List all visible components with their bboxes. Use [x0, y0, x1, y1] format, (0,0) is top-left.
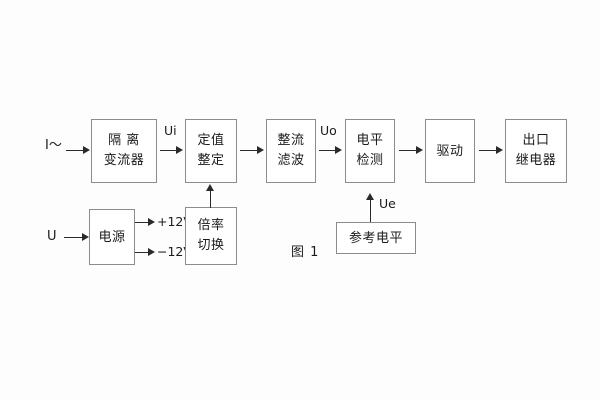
block-power-supply-line1: 电源 — [98, 229, 126, 245]
figure-caption: 图 1 — [291, 245, 320, 260]
block-isolation-converter: 隔 离 变流器 — [91, 119, 157, 183]
block-reference-level-line1: 参考电平 — [348, 230, 403, 246]
block-isolation-converter-line1: 隔 离 — [108, 132, 140, 148]
arrowhead-setting-to-rectify — [257, 146, 264, 154]
arrowhead-isolation-to-setting — [176, 146, 183, 154]
block-multiplier-switch-line1: 倍率 — [197, 217, 225, 233]
signal-ue-label: Ue — [379, 196, 396, 211]
block-power-supply: 电源 — [89, 209, 135, 265]
connector-isolation-to-setting — [160, 150, 177, 151]
input-current-label: I～ — [45, 138, 62, 153]
signal-uo-label: Uo — [320, 123, 337, 138]
connector-reference-to-level — [370, 199, 371, 222]
connector-power-negative-rail — [135, 252, 149, 253]
connector-multiplier-to-setting — [210, 190, 211, 208]
arrowhead-rectify-to-level — [335, 146, 342, 154]
block-drive: 驱动 — [425, 119, 475, 183]
connector-input-to-isolation — [66, 150, 84, 151]
arrowhead-power-positive-rail — [148, 218, 155, 226]
arrowhead-power-negative-rail — [148, 248, 155, 256]
block-level-detect: 电平 检测 — [345, 119, 395, 183]
input-voltage-label: U — [47, 229, 57, 244]
block-multiplier-switch: 倍率 切换 — [185, 207, 237, 265]
arrowhead-level-to-drive — [416, 146, 423, 154]
connector-rectify-to-level — [319, 150, 336, 151]
signal-ui-label: Ui — [164, 123, 177, 138]
block-level-detect-line2: 检测 — [356, 153, 384, 168]
block-setting-value-line2: 整定 — [197, 153, 225, 168]
block-setting-value: 定值 整定 — [185, 119, 237, 183]
rail-positive-label: +12V — [157, 214, 192, 229]
connector-drive-to-output — [479, 150, 497, 151]
block-reference-level: 参考电平 — [336, 222, 416, 254]
block-level-detect-line1: 电平 — [356, 132, 384, 148]
connector-setting-to-rectify — [240, 150, 258, 151]
connector-input-to-power — [64, 237, 83, 238]
arrowhead-input-to-power — [82, 233, 89, 241]
arrowhead-multiplier-to-setting — [206, 184, 214, 191]
block-drive-line1: 驱动 — [436, 143, 464, 159]
connector-power-positive-rail — [135, 222, 149, 223]
block-isolation-converter-line2: 变流器 — [103, 153, 145, 168]
block-multiplier-switch-line2: 切换 — [197, 238, 225, 253]
block-output-relay: 出口 继电器 — [505, 119, 567, 183]
block-setting-value-line1: 定值 — [197, 132, 225, 148]
arrowhead-reference-to-level — [366, 193, 374, 200]
arrowhead-input-to-isolation — [83, 146, 90, 154]
rail-negative-label: −12V — [157, 244, 192, 259]
block-rectify-filter-line1: 整流 — [277, 132, 305, 148]
arrowhead-drive-to-output — [496, 146, 503, 154]
connector-level-to-drive — [399, 150, 417, 151]
block-rectify-filter: 整流 滤波 — [266, 119, 316, 183]
block-rectify-filter-line2: 滤波 — [277, 153, 305, 168]
block-output-relay-line1: 出口 — [522, 132, 550, 148]
block-output-relay-line2: 继电器 — [515, 153, 557, 168]
